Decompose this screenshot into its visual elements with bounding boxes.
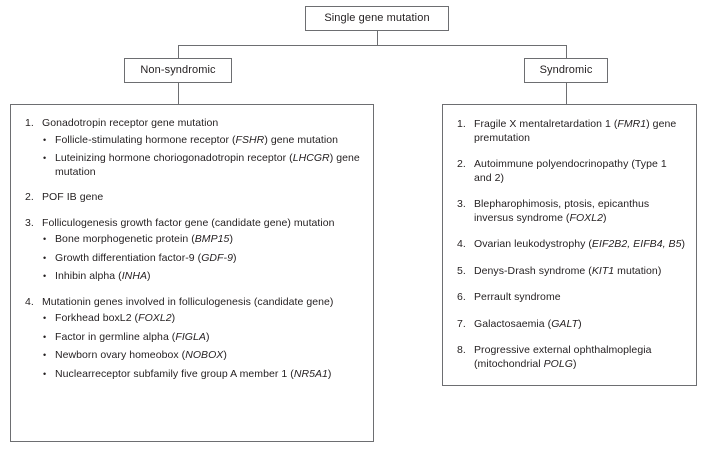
list-item-text: POF IB gene (42, 191, 104, 203)
list-item-row: 7. Galactosaemia (GALT) (457, 318, 686, 332)
list-item-marker: 3. (25, 216, 34, 229)
node-label-syndromic: Syndromic (539, 63, 593, 76)
list-item-text: Fragile X mentalretardation 1 (FMR1) gen… (474, 118, 677, 144)
connector-bus-to-right (566, 45, 567, 58)
bullet-list-item-text: Factor in germline alpha (FIGLA) (55, 330, 210, 343)
list-item-row: 1. Fragile X mentalretardation 1 (FMR1) g… (457, 118, 686, 145)
list-item-text: Mutationin genes involved in folliculoge… (42, 295, 334, 308)
connector-right-to-panel (566, 83, 567, 104)
list-item-row: 3. Folliculogenesis growth factor gene (c… (25, 217, 363, 231)
list-item: 1. Fragile X mentalretardation 1 (FMR1) g… (457, 118, 686, 145)
list-item-marker: 4. (25, 295, 34, 308)
list-item-text: Progressive external ophthalmoplegia (mi… (474, 344, 652, 370)
list-item-marker: 8. (457, 344, 466, 356)
list-item: 5. Denys-Drash syndrome (KIT1 mutation) (457, 265, 686, 279)
list-item: 6. Perrault syndrome (457, 291, 686, 305)
list-item-text: Ovarian leukodystrophy (EIF2B2, EIFB4, B… (474, 238, 686, 250)
node-syndromic: Syndromic (524, 58, 608, 83)
list-item-text: Gonadotropin receptor gene mutation (42, 117, 219, 129)
bullet-list-item-text: Newborn ovary homeobox (NOBOX) (55, 349, 227, 361)
list-item-row: 2. Autoimmune polyendocrinopathy (Type 1 … (457, 158, 686, 185)
bullet-list-item-text: Luteinizing hormone choriogonadotropin r… (55, 152, 360, 178)
node-single-gene-mutation: Single gene mutation (305, 6, 449, 31)
bullet-list: • Follicle-stimulating hormone receptor (… (43, 134, 363, 180)
list-item: 3. Folliculogenesis growth factor gene (c… (25, 217, 363, 284)
panel-non-syndromic-causes: 1. Gonadotropin receptor gene mutation • Fo… (10, 104, 374, 442)
bullet-dot-icon: • (43, 331, 47, 342)
bullet-list-item: • Nuclearreceptor subfamily five group A … (43, 368, 363, 382)
list-item: 1. Gonadotropin receptor gene mutation • Fo… (25, 117, 363, 179)
bullet-dot-icon: • (43, 252, 47, 263)
list-item-row: 3. Blepharophimosis, ptosis, epicanthus i… (457, 198, 686, 225)
bullet-dot-icon: • (43, 313, 47, 323)
list-item-text: Galactosaemia (GALT) (474, 317, 582, 330)
panel-syndromic-causes: 1. Fragile X mentalretardation 1 (FMR1) g… (442, 104, 697, 386)
bullet-list-item-text: Bone morphogenetic protein (BMP15) (55, 233, 233, 245)
list-item-row: 2. POF IB gene (25, 191, 363, 205)
panel-syndromic-body: 1. Fragile X mentalretardation 1 (FMR1) g… (443, 105, 696, 371)
bullet-list-item: • Forkhead boxL2 (FOXL2) (43, 312, 363, 326)
bullet-list-item: • Bone morphogenetic protein (BMP15) (43, 233, 363, 247)
list-item-row: 4. Ovarian leukodystrophy (EIF2B2, EIFB4,… (457, 238, 686, 252)
list-item-marker: 7. (457, 317, 466, 330)
list-item: 2. POF IB gene (25, 191, 363, 205)
list-item-row: 4. Mutationin genes involved in folliculo… (25, 296, 363, 310)
bullet-list-item: • Luteinizing hormone choriogonadotropin … (43, 152, 363, 179)
list-item-text: Folliculogenesis growth factor gene (can… (42, 216, 335, 229)
list-item-marker: 6. (457, 291, 466, 303)
bullet-list-item: • Inhibin alpha (INHA) (43, 270, 363, 284)
numbered-list-non-syndromic: 1. Gonadotropin receptor gene mutation • Fo… (25, 117, 363, 381)
bullet-list-item-text: Follicle-stimulating hormone receptor (F… (55, 133, 339, 146)
list-item-text: Perrault syndrome (474, 291, 561, 303)
bullet-list: • Bone morphogenetic protein (BMP15) • Grow… (43, 233, 363, 284)
bullet-dot-icon: • (43, 134, 47, 145)
connector-bus-to-left (178, 45, 179, 58)
list-item-row: 6. Perrault syndrome (457, 291, 686, 305)
bullet-list-item: • Growth differentiation factor-9 (GDF-9) (43, 252, 363, 266)
bullet-dot-icon: • (43, 153, 47, 163)
list-item-text: Denys-Drash syndrome (KIT1 mutation) (474, 264, 662, 277)
list-item: 2. Autoimmune polyendocrinopathy (Type 1 … (457, 158, 686, 185)
numbered-list-syndromic: 1. Fragile X mentalretardation 1 (FMR1) g… (457, 118, 686, 371)
bullet-dot-icon: • (43, 350, 47, 360)
bullet-list: • Forkhead boxL2 (FOXL2) • Factor in germli… (43, 312, 363, 381)
list-item-text: Blepharophimosis, ptosis, epicanthus inv… (474, 198, 650, 224)
list-item-row: 1. Gonadotropin receptor gene mutation (25, 117, 363, 131)
bullet-list-item: • Follicle-stimulating hormone receptor (… (43, 134, 363, 148)
bullet-list-item-text: Inhibin alpha (INHA) (55, 270, 151, 282)
list-item-marker: 3. (457, 198, 466, 210)
bullet-list-item-text: Growth differentiation factor-9 (GDF-9) (55, 251, 237, 264)
connector-root-stem (377, 31, 378, 45)
list-item-marker: 2. (457, 158, 466, 170)
bullet-list-item: • Newborn ovary homeobox (NOBOX) (43, 349, 363, 363)
list-item: 4. Ovarian leukodystrophy (EIF2B2, EIFB4,… (457, 238, 686, 252)
node-non-syndromic: Non-syndromic (124, 58, 232, 83)
bullet-dot-icon: • (43, 234, 47, 244)
list-item: 8. Progressive external ophthalmoplegia (… (457, 344, 686, 371)
panel-non-syndromic-body: 1. Gonadotropin receptor gene mutation • Fo… (11, 105, 373, 381)
list-item-row: 5. Denys-Drash syndrome (KIT1 mutation) (457, 265, 686, 279)
bullet-list-item-text: Forkhead boxL2 (FOXL2) (55, 312, 176, 324)
list-item-marker: 1. (25, 117, 34, 129)
list-item-marker: 4. (457, 238, 466, 250)
node-label-root: Single gene mutation (324, 11, 430, 24)
connector-left-to-panel (178, 83, 179, 104)
bullet-list-item-text: Nuclearreceptor subfamily five group A m… (55, 367, 332, 380)
node-label-non-syndromic: Non-syndromic (140, 63, 216, 76)
list-item-marker: 5. (457, 264, 466, 277)
bullet-dot-icon: • (43, 271, 47, 281)
connector-horizontal-bus (178, 45, 567, 46)
list-item-row: 8. Progressive external ophthalmoplegia (… (457, 344, 686, 371)
list-item: 3. Blepharophimosis, ptosis, epicanthus i… (457, 198, 686, 225)
bullet-dot-icon: • (43, 368, 47, 379)
list-item: 7. Galactosaemia (GALT) (457, 318, 686, 332)
list-item: 4. Mutationin genes involved in folliculo… (25, 296, 363, 382)
list-item-text: Autoimmune polyendocrinopathy (Type 1 an… (474, 158, 667, 184)
bullet-list-item: • Factor in germline alpha (FIGLA) (43, 331, 363, 345)
list-item-marker: 2. (25, 191, 34, 203)
list-item-marker: 1. (457, 118, 466, 130)
